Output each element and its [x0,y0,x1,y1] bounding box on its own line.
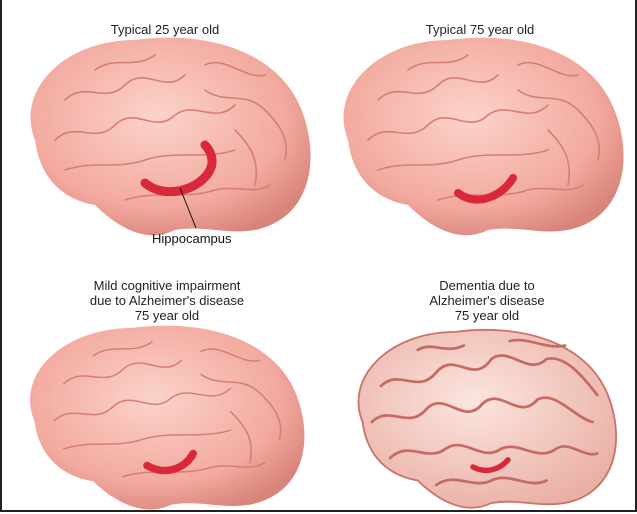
caption-line: Mild cognitive impairment [93,278,241,293]
caption-line: Alzheimer's disease [429,293,545,308]
brain-mci [30,325,305,510]
caption-typical-75: Typical 75 year old [350,22,610,37]
hippocampus [140,140,217,197]
caption-line: Dementia due to [439,278,535,293]
brain-typical-75 [343,37,624,236]
caption-typical-25: Typical 25 year old [35,22,295,37]
caption-dementia: Dementia due to Alzheimer's disease 75 y… [357,278,617,323]
hippocampus [143,449,198,475]
brain-typical-25 [30,37,311,236]
hippocampus-label: Hippocampus [152,231,232,246]
caption-line: Typical 75 year old [425,22,535,37]
brain-dementia [357,328,618,509]
caption-line: due to Alzheimer's disease [89,293,245,308]
caption-line: 75 year old [454,308,520,323]
caption-line: 75 year old [134,308,200,323]
hippocampus [470,457,511,473]
hippocampus [454,174,517,204]
caption-mci: Mild cognitive impairment due to Alzheim… [37,278,297,323]
hippocampus-pointer [179,187,197,229]
caption-line: Typical 25 year old [110,22,220,37]
